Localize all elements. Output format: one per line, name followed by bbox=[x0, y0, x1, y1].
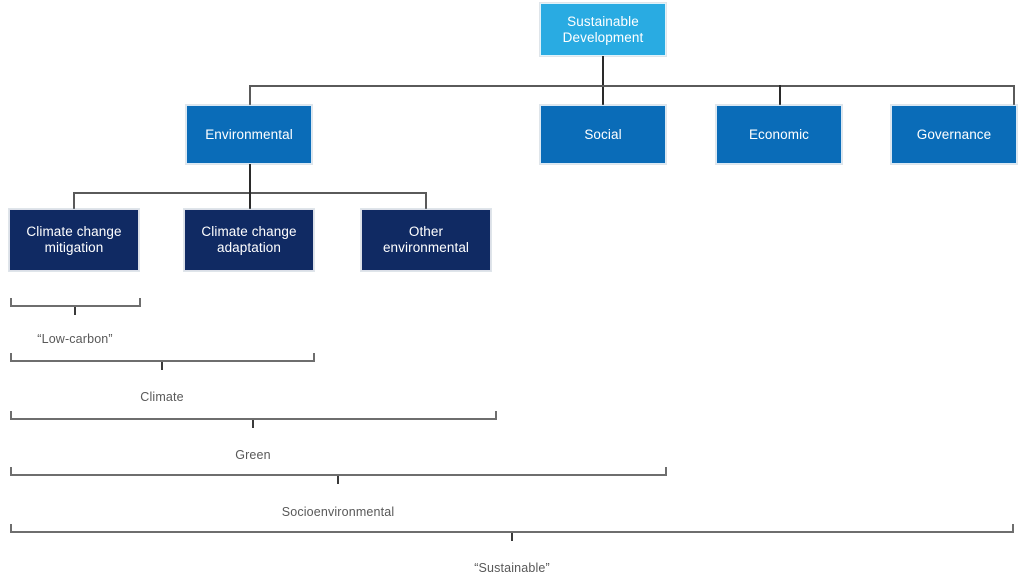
node-label-environmental: Environmental bbox=[205, 126, 293, 142]
bracket-tick-sustainable bbox=[511, 533, 513, 541]
connector-bus-to-other-environmental bbox=[425, 192, 427, 209]
adaptation-line2: adaptation bbox=[216, 240, 282, 255]
bracket-tick-low-carbon bbox=[74, 307, 76, 315]
connector-environmental-stem bbox=[249, 164, 251, 192]
node-social[interactable]: Social bbox=[540, 105, 666, 164]
connector-bus-to-environmental bbox=[249, 85, 251, 105]
bracket-low-carbon bbox=[10, 298, 141, 307]
connector-root-to-social bbox=[602, 85, 604, 105]
connector-bus-to-adaptation bbox=[249, 192, 251, 209]
connector-bus-to-governance bbox=[1013, 85, 1015, 105]
bracket-climate bbox=[10, 353, 315, 362]
connector-level2-bus bbox=[249, 85, 1014, 87]
mitigation-line1: Climate change bbox=[26, 224, 122, 240]
root-line1: Sustainable bbox=[567, 13, 639, 29]
bracket-label-sustainable: “Sustainable” bbox=[474, 561, 550, 575]
bracket-label-socioenvironmental: Socioenvironmental bbox=[281, 505, 395, 519]
node-governance[interactable]: Governance bbox=[891, 105, 1017, 164]
connector-bus-to-mitigation bbox=[73, 192, 75, 209]
bracket-green bbox=[10, 411, 497, 420]
bracket-tick-socioenvironmental bbox=[337, 476, 339, 484]
adaptation-line1: Climate change bbox=[201, 224, 297, 240]
bracket-sustainable bbox=[10, 524, 1014, 533]
other-env-line1: Other bbox=[408, 224, 444, 240]
node-label-economic: Economic bbox=[748, 126, 810, 142]
bracket-label-climate: Climate bbox=[140, 390, 184, 404]
bracket-label-low-carbon: “Low-carbon” bbox=[37, 332, 113, 346]
connector-bus-to-economic bbox=[779, 85, 781, 105]
node-environmental[interactable]: Environmental bbox=[186, 105, 312, 164]
node-label-governance: Governance bbox=[916, 126, 992, 142]
node-economic[interactable]: Economic bbox=[716, 105, 842, 164]
bracket-tick-climate bbox=[161, 362, 163, 370]
node-label-social: Social bbox=[584, 126, 622, 142]
connector-root-stem bbox=[602, 56, 604, 85]
root-line2: Development bbox=[562, 29, 644, 45]
bracket-socioenvironmental bbox=[10, 467, 667, 476]
bracket-tick-green bbox=[252, 420, 254, 428]
bracket-label-green: Green bbox=[235, 448, 271, 462]
mitigation-line2: mitigation bbox=[44, 240, 104, 255]
other-env-line2: environmental bbox=[382, 240, 470, 255]
